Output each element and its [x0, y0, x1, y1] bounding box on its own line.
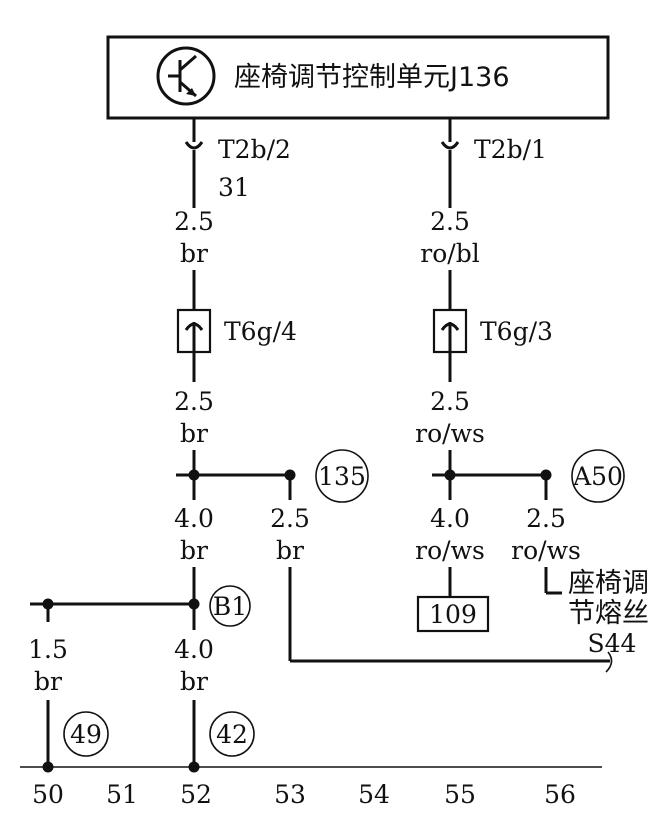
connector-left-top: [184, 118, 204, 208]
wire-ground-main-color: br: [180, 667, 208, 696]
grid-number: 51: [106, 780, 138, 809]
wire-left-3-color: br: [180, 536, 208, 565]
splice-B1-node: [188, 598, 200, 610]
wire-left-branch-size: 2.5: [270, 504, 310, 533]
wire-left-2-color: br: [180, 419, 208, 448]
wire-right-3-color: ro/ws: [415, 536, 485, 565]
splice-right-branch-node: [540, 469, 552, 481]
wire-left-3-size: 4.0: [174, 504, 214, 533]
wire-right-2-size: 2.5: [430, 387, 470, 416]
connector-left-mid-pin: T6g/4: [224, 317, 297, 346]
wire-left-2-size: 2.5: [174, 387, 214, 416]
grid-number: 56: [544, 780, 576, 809]
connector-right-top-pin: T2b/1: [474, 135, 547, 164]
ref-B1-label: B1: [213, 592, 247, 621]
wire-ground-left-color: br: [34, 667, 62, 696]
box-109: [416, 567, 490, 633]
wire-left-1-size: 2.5: [174, 207, 214, 236]
box-109-label: 109: [429, 600, 477, 629]
wire-left-branch-color: br: [276, 536, 304, 565]
wire-right-3-size: 4.0: [430, 504, 470, 533]
connector-right-top: [440, 118, 460, 208]
wire-ground-left-size: 1.5: [28, 635, 68, 664]
grid-numbers: 50 51 52 53 54 55 56: [32, 780, 576, 809]
wire-left-1-color: br: [180, 239, 208, 268]
ref-A50-circle: [571, 449, 625, 503]
control-unit-box: 座椅调节控制单元J136: [106, 35, 610, 120]
grid-number: 52: [180, 780, 212, 809]
control-unit-title: 座椅调节控制单元J136: [234, 62, 510, 93]
ref-135-label: 135: [318, 462, 366, 491]
splice-right: [432, 449, 625, 503]
grid-number: 55: [444, 780, 476, 809]
connector-right-mid: [432, 270, 468, 382]
splice-left: [176, 449, 369, 503]
grid-number: 53: [274, 780, 306, 809]
ref-135-circle: [315, 449, 369, 503]
wire-right-branch-size: 2.5: [526, 504, 566, 533]
grid-number: 50: [32, 780, 64, 809]
connector-left-mid: [176, 270, 212, 382]
ref-B1-circle: [209, 585, 251, 627]
wire-right-2-color: ro/ws: [415, 419, 485, 448]
connector-left-top-pin: T2b/2: [218, 135, 291, 164]
wire-ground-main-size: 4.0: [174, 635, 214, 664]
splice-left-branch-node: [284, 469, 296, 481]
connector-left-top-ground: 31: [218, 173, 250, 202]
wire-right-branch-color: ro/ws: [511, 536, 581, 565]
ref-42-label: 42: [216, 720, 248, 749]
splice-right-node: [444, 469, 456, 481]
wire-right-1-size: 2.5: [430, 207, 470, 236]
wire-left-branch-route: [288, 567, 613, 673]
splice-left-node: [188, 469, 200, 481]
transistor-icon: [156, 46, 216, 106]
ref-49-circle: [63, 711, 109, 757]
fuse-s44-code: S44: [588, 629, 637, 658]
grid-number: 54: [358, 780, 390, 809]
fuse-s44-line2: 节熔丝: [568, 598, 649, 629]
ref-49-label: 49: [70, 720, 102, 749]
fuse-s44-leader: [544, 567, 562, 595]
fuse-s44-line1: 座椅调: [568, 568, 649, 599]
splice-B1: [30, 567, 251, 630]
ref-A50-label: A50: [572, 462, 623, 491]
ref-42-circle: [209, 711, 255, 757]
connector-right-mid-pin: T6g/3: [480, 317, 553, 346]
wire-right-1-color: ro/bl: [420, 239, 479, 268]
